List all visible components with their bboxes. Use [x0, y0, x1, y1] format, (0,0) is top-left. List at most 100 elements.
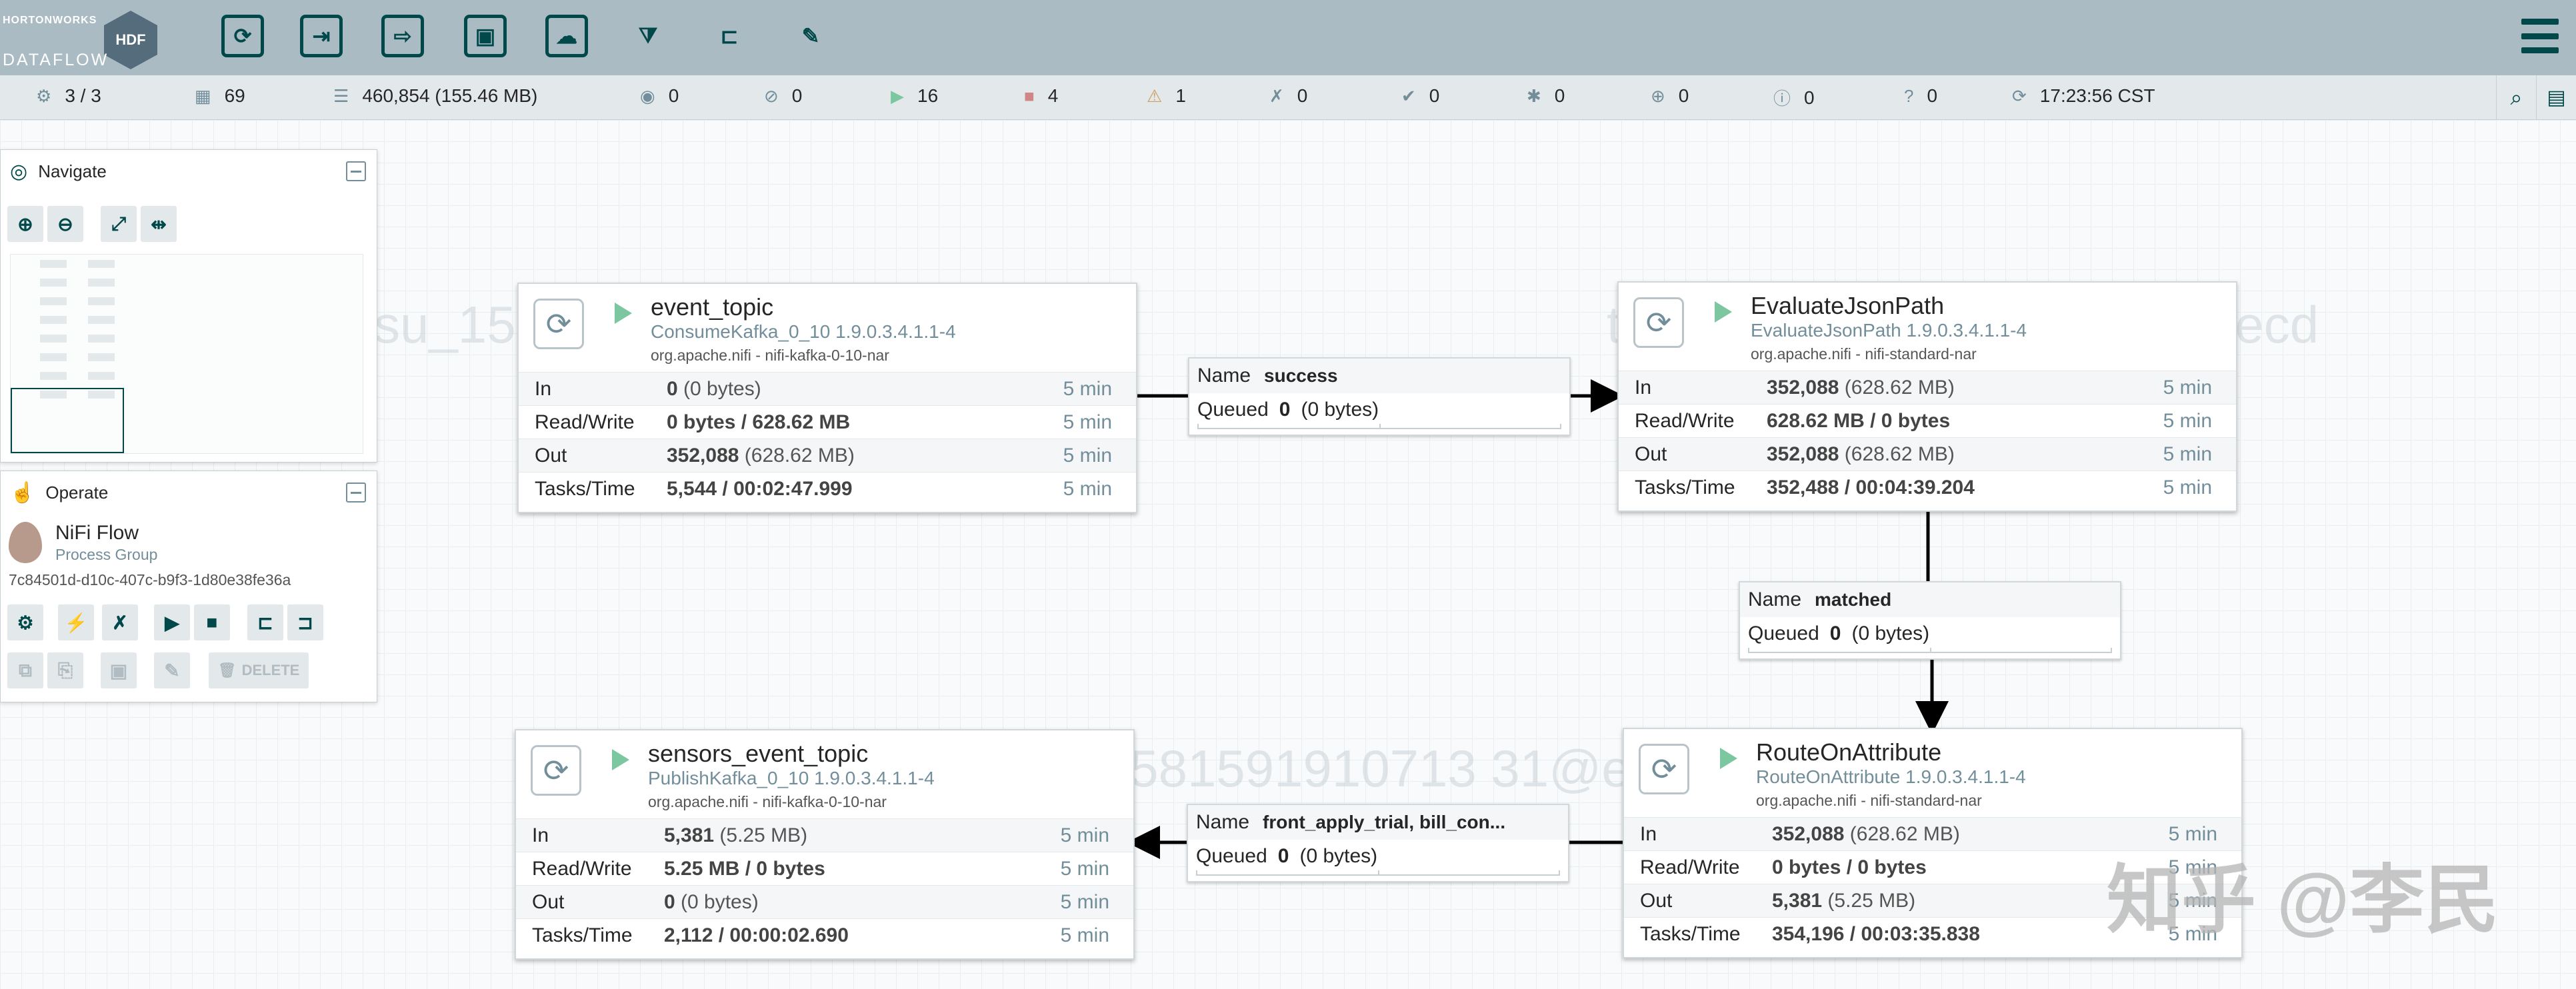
zhihu-watermark: 知乎 @李民 [2107, 858, 2499, 942]
configure-icon[interactable]: ⚙ [7, 604, 43, 640]
template-icon[interactable]: ⊏ [720, 24, 739, 48]
label-icon[interactable]: ✎ [801, 24, 820, 48]
processor-name: event_topic [651, 293, 774, 321]
running-status: ▶16 [891, 85, 939, 106]
output-port-icon[interactable]: ⇨ [381, 15, 424, 57]
enable-icon[interactable]: ⚡ [58, 604, 94, 640]
running-icon [615, 303, 632, 324]
collapse-operate-icon[interactable] [346, 483, 366, 502]
flow-status-bar: ⚙3 / 3 ▦69 ☰460,854 (155.46 MB) ◉0 ⊘0 ▶1… [0, 75, 2576, 120]
logo-product-text: DATAFLOW [3, 51, 109, 69]
processor-icon[interactable]: ⟳ [221, 15, 264, 57]
remote-process-group-icon[interactable]: ☁ [545, 15, 588, 57]
cluster-icon: ⚙ [36, 85, 52, 106]
disabled-status: ✗0 [1269, 85, 1308, 106]
copy-icon[interactable]: ⧉ [7, 652, 43, 688]
processor-name: EvaluateJsonPath [1751, 292, 1945, 319]
processor-icon: ⟳ [1639, 744, 1689, 794]
running-icon [1715, 301, 1732, 323]
connection-lines [1127, 379, 1949, 859]
selection-id: 7c84501d-d10c-407c-b9f3-1d80e38fe36a [9, 571, 291, 588]
stopped-icon: ■ [1024, 85, 1035, 106]
birdseye-view[interactable] [10, 254, 363, 454]
color-icon[interactable]: ✎ [154, 652, 190, 688]
processor-evaluate-json-path[interactable]: ⟳ EvaluateJsonPath EvaluateJsonPath 1.9.… [1617, 281, 2237, 512]
connection-name: front_apply_trial, bill_con... [1263, 812, 1506, 832]
up-to-date-status: ✔0 [1401, 85, 1440, 106]
disabled-icon: ✗ [1269, 85, 1284, 106]
group-icon[interactable]: ▣ [101, 652, 137, 688]
hand-pointer-icon: ☝ [10, 481, 35, 504]
logo-brand-text: HORTONWORKS [3, 15, 97, 26]
upload-template-icon[interactable]: ⊐ [287, 604, 323, 640]
actual-size-icon[interactable]: ⇹ [141, 206, 177, 242]
processor-type: PublishKafka_0_10 1.9.0.3.4.1.1-4 [648, 768, 935, 788]
warning-icon: ⚠ [1147, 85, 1163, 106]
processor-bundle: org.apache.nifi - nifi-standard-nar [1756, 792, 1982, 809]
not-transmitting-status: ⊘0 [764, 85, 803, 106]
zoom-out-icon[interactable]: ⊖ [47, 206, 83, 242]
process-group-icon[interactable]: ▣ [464, 15, 507, 57]
connection-name: success [1264, 365, 1338, 386]
operate-title: Operate [45, 482, 109, 502]
refresh-status[interactable]: ⟳17:23:56 CST [2012, 85, 2155, 106]
viewport-box[interactable] [11, 388, 124, 453]
stale-status: ⊕0 [1651, 85, 1689, 106]
collapse-navigate-icon[interactable] [346, 161, 366, 181]
locally-modified-status: ✱0 [1527, 85, 1565, 106]
refresh-icon[interactable]: ⟳ [2012, 85, 2027, 106]
stop-icon[interactable]: ■ [194, 604, 230, 640]
check-icon: ✔ [1401, 85, 1416, 106]
flow-canvas[interactable]: tusu_1581591910713 31@ecd tusu_158159191… [0, 120, 2576, 989]
nifi-drop-icon [9, 522, 42, 563]
create-template-icon[interactable]: ⊏ [247, 604, 283, 640]
arrow-up-circle-icon: ⊕ [1651, 85, 1665, 106]
processor-type: EvaluateJsonPath 1.9.0.3.4.1.1-4 [1751, 320, 2027, 341]
global-menu-button[interactable] [2521, 19, 2559, 53]
running-icon: ▶ [891, 85, 904, 106]
paste-icon[interactable]: ⎘ [47, 652, 83, 688]
input-port-icon[interactable]: ⇥ [300, 15, 343, 57]
queue-fill-bar [1748, 648, 2112, 653]
processor-event-topic[interactable]: ⟳ event_topic ConsumeKafka_0_10 1.9.0.3.… [517, 283, 1137, 513]
delete-button[interactable]: 🗑DELETE [209, 652, 309, 688]
start-icon[interactable]: ▶ [154, 604, 190, 640]
processor-name: sensors_event_topic [648, 740, 869, 767]
asterisk-icon: ✱ [1527, 85, 1541, 106]
navigate-title: Navigate [38, 161, 107, 181]
zoom-in-icon[interactable]: ⊕ [7, 206, 43, 242]
not-transmitting-icon: ⊘ [764, 85, 779, 106]
exclamation-circle-icon: ⓘ [1773, 89, 1791, 109]
queue-fill-bar [1196, 870, 1560, 876]
processor-route-on-attribute[interactable]: ⟳ RouteOnAttribute RouteOnAttribute 1.9.… [1623, 728, 2243, 958]
processor-type: ConsumeKafka_0_10 1.9.0.3.4.1.1-4 [651, 321, 956, 342]
funnel-icon[interactable]: ⧩ [638, 23, 658, 47]
bulletin-board-icon[interactable]: ▤ [2536, 75, 2576, 120]
operate-palette: ☝ Operate NiFi Flow Process Group 7c8450… [0, 471, 377, 702]
queue-fill-bar [1197, 424, 1561, 429]
selection-name: NiFi Flow [55, 522, 139, 544]
trash-icon: 🗑 [217, 662, 237, 678]
fit-screen-icon[interactable]: ⤢ [101, 206, 137, 242]
top-header: HORTONWORKS HDF DATAFLOW ⟳ ⇥ ⇨ ▣ ☁ ⧩ ⊏ ✎ [0, 0, 2576, 75]
disable-icon[interactable]: ✗ [102, 604, 138, 640]
question-icon: ? [1904, 85, 1914, 106]
processor-bundle: org.apache.nifi - nifi-kafka-0-10-nar [651, 347, 889, 364]
queued-status: ☰460,854 (155.46 MB) [333, 85, 538, 106]
processor-icon: ⟳ [1633, 297, 1684, 348]
search-icon[interactable]: ⌕ [2496, 75, 2536, 120]
processor-sensors-event-topic[interactable]: ⟳ sensors_event_topic PublishKafka_0_10 … [515, 729, 1135, 960]
